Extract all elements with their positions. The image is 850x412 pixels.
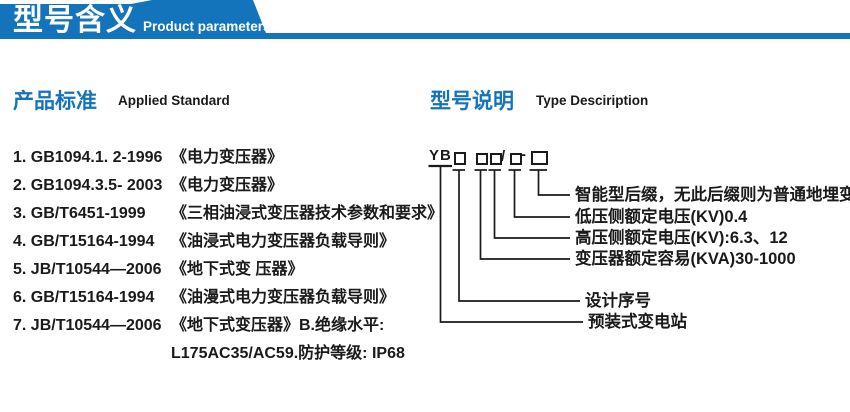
type-description-heading-cn: 型号说明: [430, 90, 514, 113]
page-title: 型号含义: [13, 4, 137, 37]
standard-title: 《油浸式电力变压器负载导则》: [171, 233, 396, 250]
standard-code: 5. JB/T10544—2006: [13, 261, 162, 278]
standard-code: 1. GB1094.1. 2-1996: [13, 149, 163, 166]
standard-continuation: L175AC35/AC59.防护等级: IP68: [171, 345, 405, 362]
diagram-connector-lines: [428, 164, 583, 323]
model-code-prefix: YB: [429, 147, 452, 164]
standard-code: 2. GB1094.3.5- 2003: [13, 177, 163, 194]
standard-title: 《电力变压器》: [171, 149, 284, 166]
standard-item: 6. GB/T15164-1994 《油漫式电力变压器负载导则》: [13, 288, 433, 316]
standard-title: 《油漫式电力变压器负载导则》: [171, 289, 396, 306]
diagram-label-hv-voltage: 高压侧额定电压(KV):6.3、12: [575, 229, 788, 247]
model-code-slash: /: [501, 148, 506, 165]
standard-item: 3. GB/T6451-1999 《三相油浸式变压器技术参数和要求》: [13, 204, 443, 232]
diagram-label-lv-voltage: 低压侧额定电压(KV)0.4: [575, 208, 748, 226]
page-subtitle: Product parameters: [143, 19, 271, 34]
model-code-dash: -: [521, 146, 526, 163]
standard-code: 6. GB/T15164-1994: [13, 289, 155, 306]
standard-item: 5. JB/T10544—2006 《地下式变 压器》: [13, 260, 433, 288]
diagram-label-prefab-substation: 预装式变电站: [588, 313, 687, 331]
standard-code: 3. GB/T6451-1999: [13, 205, 146, 222]
standard-item: 2. GB1094.3.5- 2003 《电力变压器》: [13, 176, 433, 204]
standard-code: 7. JB/T10544—2006: [13, 317, 162, 334]
model-code-box-4: [510, 153, 522, 165]
standard-title: 《地下式变 压器》: [171, 261, 304, 278]
applied-standard-heading-en: Applied Standard: [118, 93, 230, 108]
standard-code: 4. GB/T15164-1994: [13, 233, 155, 250]
standard-title: 《地下式变压器》B.绝缘水平:: [171, 317, 385, 334]
standard-item: 4. GB/T15164-1994 《油浸式电力变压器负载导则》: [13, 232, 433, 260]
standard-title: 《电力变压器》: [171, 177, 284, 194]
diagram-label-smart-suffix: 智能型后缀，无此后缀则为普通地埋变: [575, 186, 850, 204]
standards-list: 1. GB1094.1. 2-1996 《电力变压器》 2. GB1094.3.…: [13, 148, 443, 372]
model-code-box-5: [531, 151, 548, 165]
model-code-box-2: [476, 153, 488, 165]
standard-item: 1. GB1094.1. 2-1996 《电力变压器》: [13, 148, 433, 176]
model-code-box-3: [490, 153, 502, 165]
type-description-heading-en: Type Desciription: [536, 93, 649, 108]
standard-title: 《三相油浸式变压器技术参数和要求》: [171, 205, 444, 222]
model-code-box-1: [454, 152, 466, 165]
applied-standard-heading-cn: 产品标准: [13, 90, 97, 113]
type-code-diagram: YB / - 智能型后缀，无此后缀则为普通地埋变 低压侧额定电压(KV)0.4 …: [425, 140, 850, 350]
diagram-label-design-number: 设计序号: [585, 292, 651, 310]
diagram-label-rated-capacity: 变压器额定容易(KVA)30-1000: [575, 250, 796, 268]
standard-item: 7. JB/T10544—2006 《地下式变压器》B.绝缘水平:: [13, 316, 433, 344]
header-banner-ribbon: [0, 0, 850, 39]
